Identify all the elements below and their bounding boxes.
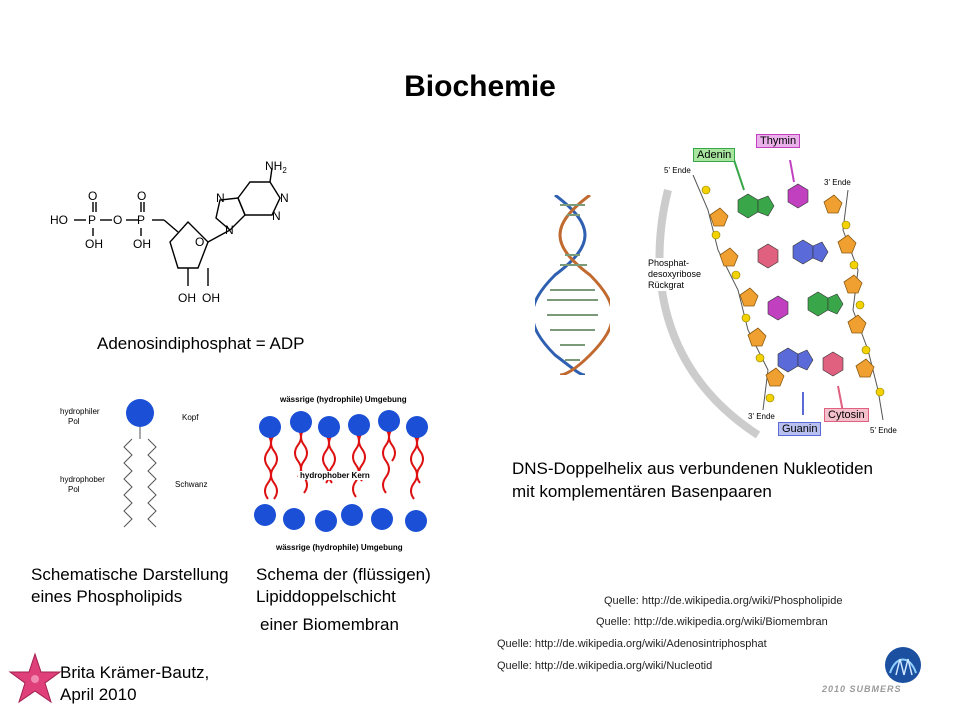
dna-helix-image [535, 195, 610, 375]
adp-nh2-label: NH2 [265, 160, 287, 175]
thymin-label: Thymin [756, 134, 801, 148]
footer-logo-text: 2010 SUBMERS [822, 684, 902, 694]
author-name: Brita Krämer-Bautz, [60, 663, 210, 682]
adp-oh3-label: OH [178, 291, 196, 305]
adp-o2-label: O [113, 213, 122, 227]
dna-caption-line1: DNS-Doppelhelix aus verbundenen Nukleoti… [512, 459, 874, 478]
hydrophobic-core-label: hydrophober Kern [298, 471, 372, 480]
adp-caption: Adenosindiphosphat = ADP [97, 334, 305, 353]
adp-ring-o-label: O [195, 235, 204, 249]
hydrophiler-label: hydrophiler [60, 407, 100, 416]
phospholipid-diagram: hydrophiler Pol Kopf hydrophober Pol Sch… [60, 395, 225, 535]
bilayer-bottom-label: wässrige (hydrophile) Umgebung [276, 543, 403, 552]
bilayer-caption-line1: Schema der (flüssigen) [256, 565, 431, 584]
submers-logo-icon [885, 647, 921, 683]
adp-p2-label: P [137, 213, 145, 227]
source-phospholipide: Quelle: http://de.wikipedia.org/wiki/Pho… [604, 595, 843, 607]
adp-oh1-label: OH [85, 237, 103, 251]
slide-title: Biochemie [404, 70, 556, 103]
five-end-top-label: 5' Ende [664, 166, 691, 175]
pol-label-top: Pol [68, 417, 80, 426]
adp-n-label: N [225, 223, 234, 237]
bilayer-top-label: wässrige (hydrophile) Umgebung [280, 395, 407, 404]
three-end-top-label: 3' Ende [824, 178, 851, 187]
adp-structure-diagram: HO P O OH O P O OH O OH OH N N N N NH2 [50, 160, 289, 305]
backbone-label-line2: desoxyribose [648, 269, 702, 279]
bilayer-caption-line2: Lipiddoppelschicht [256, 587, 396, 606]
hydrophober-label: hydrophober [60, 475, 105, 484]
source-nucleotid: Quelle: http://de.wikipedia.org/wiki/Nuc… [497, 660, 713, 672]
adp-n-label-2: N [216, 191, 225, 205]
adp-o1-label: O [88, 189, 97, 203]
adp-p1-label: P [88, 213, 96, 227]
backbone-label-line3: Rückgrat [648, 280, 685, 290]
backbone-label-line1: Phosphat- [648, 258, 690, 268]
schwanz-label: Schwanz [175, 480, 208, 489]
starfish-icon [8, 652, 62, 704]
pol-label-bottom: Pol [68, 485, 80, 494]
phospholipid-drawing [123, 399, 157, 528]
adp-oh2-label: OH [133, 237, 151, 251]
source-adenosintriphosphat: Quelle: http://de.wikipedia.org/wiki/Ade… [497, 638, 767, 650]
dna-base-pair-drawing [655, 159, 885, 439]
adp-n-label-3: N [280, 191, 289, 205]
cytosin-label: Cytosin [824, 408, 869, 422]
lipid-bilayer-diagram: wässrige (hydrophile) Umgebung hydrophob… [250, 395, 440, 555]
adp-ho-label: HO [50, 213, 68, 227]
dna-caption-line2: mit komplementären Basenpaaren [512, 482, 772, 501]
dna-base-pair-diagram: Adenin Thymin 5' Ende 3' Ende Phosphat- … [648, 130, 920, 440]
adenin-label: Adenin [693, 148, 736, 162]
adp-o3-label: O [137, 189, 146, 203]
guanin-label: Guanin [778, 422, 822, 436]
bilayer-caption-line3: einer Biomembran [260, 615, 399, 634]
phospholipid-caption-line1: Schematische Darstellung [31, 565, 229, 584]
author-date: April 2010 [60, 685, 137, 704]
kopf-label: Kopf [182, 413, 199, 422]
adp-n-label-4: N [272, 209, 281, 223]
three-end-bottom-label: 3' Ende [748, 412, 775, 421]
source-biomembran: Quelle: http://de.wikipedia.org/wiki/Bio… [596, 616, 828, 628]
backbone-label: Phosphat- desoxyribose Rückgrat [648, 258, 702, 291]
phospholipid-caption-line2: eines Phospholipids [31, 587, 183, 606]
adp-oh4-label: OH [202, 291, 220, 305]
five-end-bottom-label: 5' Ende [870, 426, 897, 435]
